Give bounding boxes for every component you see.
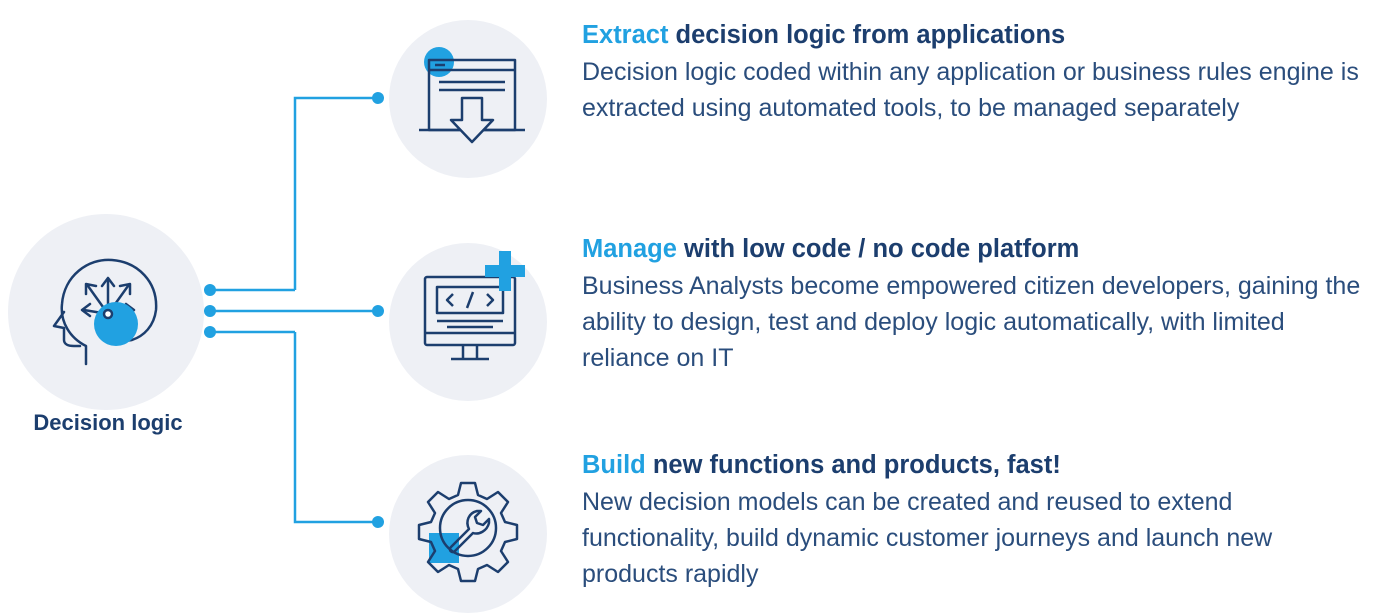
manage-node	[389, 243, 547, 401]
build-item: Build new functions and products, fast! …	[582, 448, 1382, 592]
build-title-rest: new functions and products, fast!	[645, 451, 1061, 479]
extract-node	[389, 20, 547, 178]
build-description: New decision models can be created and r…	[582, 488, 1273, 588]
gear-wrench-icon	[417, 481, 519, 583]
manage-item: Manage with low code / no code platform …	[582, 232, 1382, 376]
extract-description: Decision logic coded within any applicat…	[582, 58, 1359, 122]
manage-title-rest: with low code / no code platform	[676, 235, 1080, 263]
manage-title: Manage with low code / no code platform	[582, 232, 1382, 266]
manage-keyword: Manage	[582, 235, 677, 263]
extract-keyword: Extract	[582, 21, 669, 49]
window-download-icon	[419, 47, 525, 144]
head-with-arrows-icon	[52, 258, 158, 366]
build-title: Build new functions and products, fast!	[582, 448, 1382, 482]
monitor-code-icon	[423, 251, 525, 361]
build-node	[389, 455, 547, 613]
build-keyword: Build	[582, 451, 646, 479]
manage-description: Business Analysts become empowered citiz…	[582, 272, 1361, 372]
extract-title: Extract decision logic from applications	[582, 18, 1382, 52]
decision-logic-node	[8, 214, 204, 410]
decision-logic-label: Decision logic	[33, 410, 183, 435]
extract-item: Extract decision logic from applications…	[582, 18, 1382, 126]
extract-title-rest: decision logic from applications	[668, 21, 1066, 49]
